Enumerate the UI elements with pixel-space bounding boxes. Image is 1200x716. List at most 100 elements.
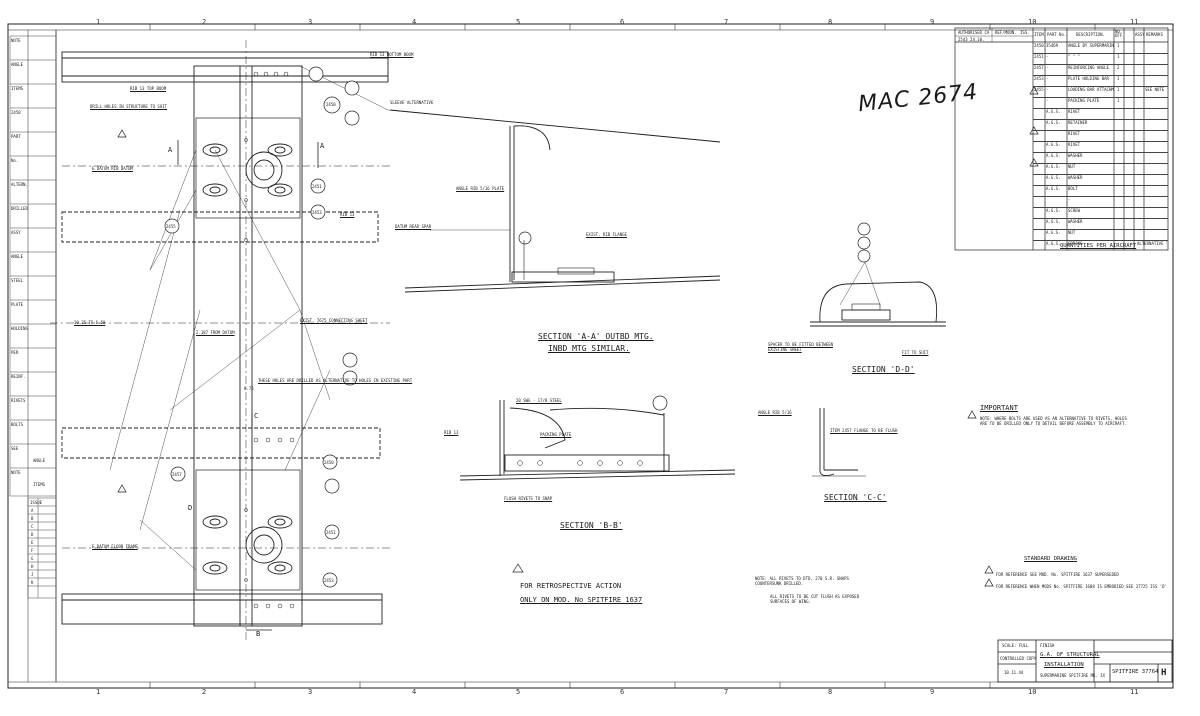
- authorised-ca-label: AUTHORISED CA: [958, 30, 990, 35]
- important-note: NOTE: WHERE BOLTS ARE USED AS AN ALTERNA…: [980, 416, 1127, 427]
- section-cc-angle-note: ANGLE RIB 5/16: [758, 410, 792, 415]
- zone-top-7: 7: [724, 18, 729, 26]
- section-marker-a: A: [168, 146, 173, 154]
- parts-row: A.G.S.NUT: [1033, 229, 1168, 241]
- section-marker-a-right: A: [320, 142, 325, 150]
- description-col-label: DESCRIPTION.: [1076, 32, 1105, 37]
- delta-marks: [117, 86, 1039, 587]
- rivet-note-2: ALL RIVETS TO BE CUT FLUSH AS EXPOSED SU…: [770, 594, 860, 605]
- section-marker-b: B: [256, 630, 261, 638]
- zone-bottom-7: 7: [724, 688, 729, 696]
- section-dd-linework: [810, 261, 946, 327]
- outer-border: [7, 23, 1174, 689]
- zone-top-11: 11: [1130, 18, 1139, 26]
- issue-row: F: [31, 548, 34, 553]
- section-marker-c: C: [254, 412, 259, 420]
- left-notes-grid: [9, 35, 57, 599]
- no-off-col-label: NO. OFF: [1115, 29, 1123, 38]
- zone-ticks: [149, 24, 1096, 688]
- section-aa-linework: [389, 109, 721, 293]
- zone-bottom-4: 4: [412, 688, 417, 696]
- part-no-col-label: PART No.: [1047, 32, 1067, 37]
- section-a-angle-note: ANGLE RIB 5/16 PLATE: [456, 186, 505, 191]
- holes-alternative-note: THESE HOLES ARE DRILLED AS ALTERNATIVE T…: [258, 378, 413, 383]
- zone-top-6: 6: [620, 18, 625, 26]
- drawing-issue-letter: H: [1161, 668, 1167, 678]
- section-bb-rib-note: RIB 13: [444, 430, 459, 435]
- parts-row: A.G.S.BOLT: [1033, 185, 1168, 197]
- retrospective-action-label: FOR RETROSPECTIVE ACTION: [520, 582, 622, 590]
- drawing-title-line-1: G.A. OF STRUCTURAL: [1040, 652, 1100, 658]
- parts-row: -: [1033, 196, 1168, 208]
- scale-label: SCALE: FULL: [1002, 643, 1029, 648]
- dimension-small: 0.75: [244, 386, 254, 391]
- sleeve-alternative-label: SLEEVE ALTERNATIVE: [390, 100, 434, 105]
- rivet-note-1: NOTE: ALL RIVETS TO DTD. 270 S.R. SNAPS …: [755, 576, 849, 587]
- section-bb-linework: [459, 400, 736, 481]
- zone-bottom-3: 3: [308, 688, 313, 696]
- zone-bottom-6: 6: [620, 688, 625, 696]
- zone-top-4: 4: [412, 18, 417, 26]
- zone-top-1: 1: [96, 18, 101, 26]
- parts-list-frame: [954, 27, 1169, 251]
- section-bb-title: SECTION 'B-B': [560, 521, 623, 530]
- zone-bottom-9: 9: [930, 688, 935, 696]
- title-block-frame: [997, 639, 1173, 683]
- standard-drawing-line-1: FOR REFERENCE SEE MOD. No. SPITFIRE 1637…: [996, 572, 1119, 577]
- issue-col-label: ISS.: [1020, 30, 1030, 35]
- section-bb-rivet-note: FLUSH RIVETS TO SNAP: [504, 496, 553, 501]
- callout-label: 2450: [324, 460, 334, 465]
- section-dd-fit-note: FIT TO SUIT: [902, 350, 929, 355]
- parts-row: 2451-" " "1: [1033, 53, 1168, 65]
- parts-row: A.G.S.WASHER: [1033, 152, 1168, 164]
- controlled-copy-label: CONTROLLED COPY: [1000, 656, 1037, 661]
- standard-drawing-heading: STANDARD DRAWING: [1024, 556, 1077, 562]
- issue-row: J: [31, 572, 34, 577]
- zone-bottom-10: 10: [1028, 688, 1037, 696]
- issue-row: G: [31, 556, 34, 561]
- standard-drawing-line-2: FOR REFERENCE WHEN MODS No. SPITFIRE 160…: [996, 584, 1167, 589]
- callout-label: 2455: [166, 224, 176, 229]
- issue-row: B: [31, 516, 34, 521]
- zone-top-10: 10: [1028, 18, 1037, 26]
- rib13-label: RIB 13: [340, 212, 355, 217]
- parts-row: A.G.S.RIVET: [1033, 141, 1168, 153]
- issue-row: E: [31, 540, 34, 545]
- section-a-flange-note: EXIST. RIB FLANGE: [586, 232, 627, 237]
- parts-row: A.G.S.NUT: [1033, 163, 1168, 175]
- finish-label: FINISH: [1040, 643, 1055, 648]
- zone-top-9: 9: [930, 18, 935, 26]
- zone-bottom-2: 2: [202, 688, 207, 696]
- parts-row: RIVET: [1033, 130, 1168, 142]
- assy-col-label: ASSY: [1135, 32, 1145, 37]
- issue-table-header: ISSUE: [30, 500, 43, 505]
- drawing-title-line-3: SUPERMARINE SPITFIRE MK. IX: [1040, 673, 1106, 678]
- issue-row: C: [31, 524, 34, 529]
- important-heading: IMPORTANT: [980, 404, 1018, 412]
- callout-label: 2450: [326, 102, 336, 107]
- parts-row: A.G.S.RETAINER: [1033, 119, 1168, 131]
- zone-top-5: 5: [516, 18, 521, 26]
- callout-label: 2453: [324, 578, 334, 583]
- rib13-top-boom-label: RIB 13 TOP BOOM: [130, 86, 167, 91]
- ref-modn-label: REF/MODN.: [995, 30, 1017, 35]
- drill-holes-label: DRILL HOLES IN STRUCTURE TO SUIT: [90, 104, 168, 109]
- callout-label: 2451: [312, 184, 322, 189]
- item-col-label: ITEM: [1034, 32, 1044, 37]
- zone-bottom-1: 1: [96, 688, 101, 696]
- section-cc-title: SECTION 'C-C': [824, 493, 887, 502]
- callout-label: 2457: [172, 472, 182, 477]
- callout-label: 2453: [312, 210, 322, 215]
- callout-label: 2451: [326, 530, 336, 535]
- parts-row: 2455-LOADING BAR ATTACHMENT1SEE NOTE: [1033, 86, 1168, 98]
- retrospective-mod-label: ONLY ON MOD. No SPITFIRE 1637: [520, 596, 643, 604]
- section-bb-steel-note: 20 SWG - 17/8 STEEL: [516, 398, 562, 403]
- section-marker-d: D: [188, 504, 193, 512]
- callout-balloons: [164, 66, 871, 588]
- parts-row: A.G.S.RIVET: [1033, 108, 1168, 120]
